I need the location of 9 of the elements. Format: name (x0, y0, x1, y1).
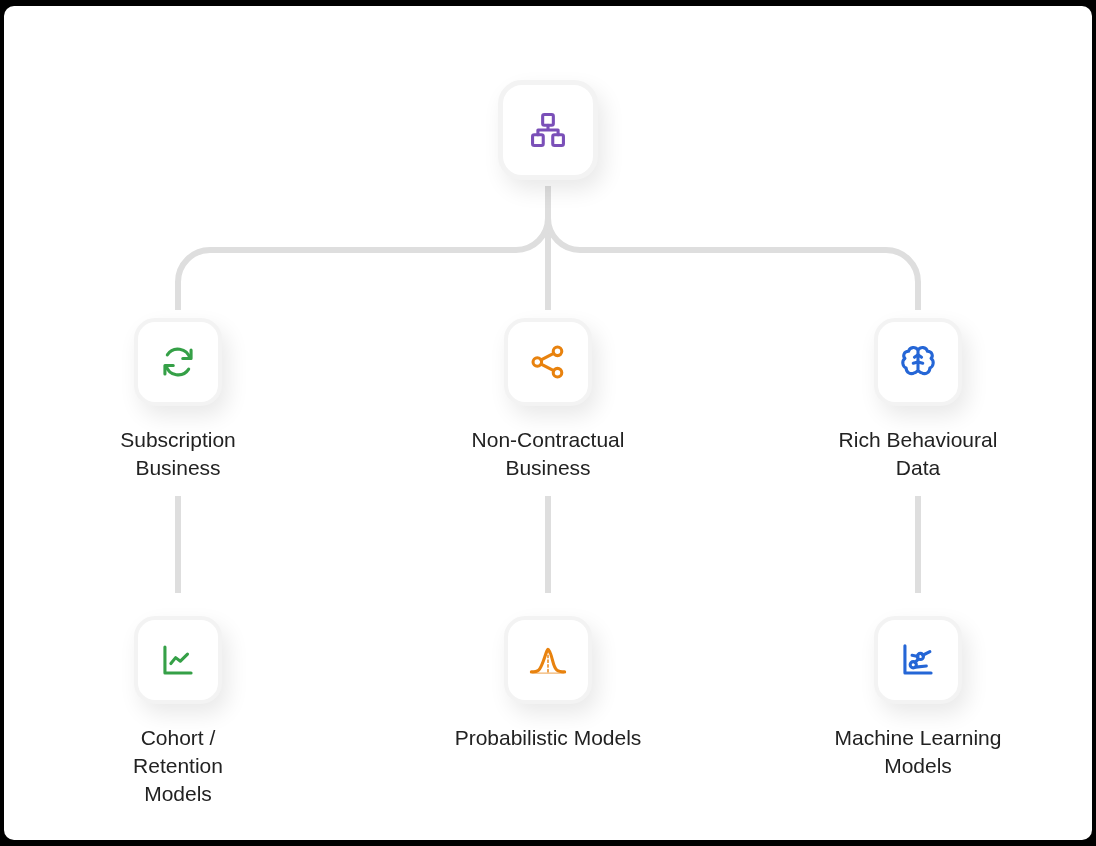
connector-line (915, 496, 921, 593)
connector-line (175, 496, 181, 593)
node-label: Probabilistic Models (453, 725, 643, 751)
node-label: Subscription Business (119, 427, 237, 481)
node-label: Cohort / Retention Models (132, 725, 224, 807)
connector-line (545, 496, 551, 593)
node-label: Non-Contractual Business (470, 427, 626, 481)
node-label: Rich Behavioural Data (837, 427, 999, 481)
node-label: Machine Learning Models (833, 725, 1003, 779)
